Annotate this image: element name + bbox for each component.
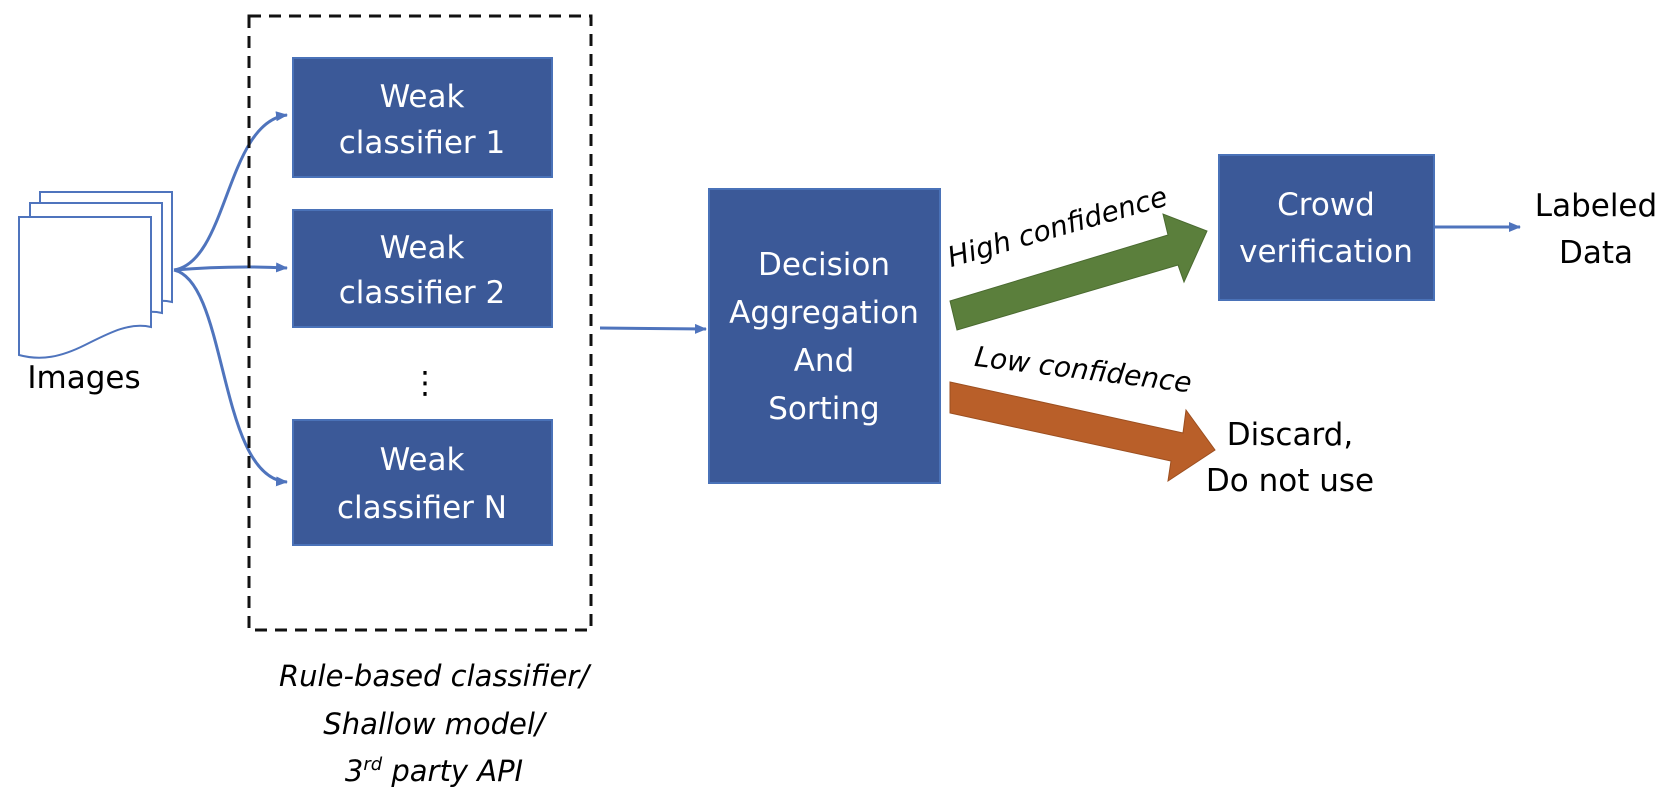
ensemble-to-aggregation-arrow: [599, 323, 707, 334]
weak-classifier-2-line2: classifier 2: [339, 275, 506, 311]
high-confidence-arrow: [949, 213, 1208, 331]
discard-line1: Discard,: [1227, 417, 1353, 453]
aggregation-line2: Aggregation: [729, 295, 919, 331]
ensemble-caption-line1: Rule-based classifier/: [279, 659, 592, 693]
aggregation-line1: Decision: [758, 247, 890, 283]
weak-classifier-n-line2: classifier N: [337, 490, 507, 526]
weak-classifier-1-line1: Weak: [380, 79, 465, 115]
connector-to-classifier-2: [173, 262, 288, 273]
weak-classifier-n-line1: Weak: [380, 442, 465, 478]
documents-stack-icon: [18, 191, 173, 359]
decision-aggregation-box: Decision Aggregation And Sorting: [708, 188, 941, 484]
connector-to-classifier-n: [173, 268, 288, 487]
connector-to-classifier-1: [173, 111, 288, 272]
ensemble-caption-line2: Shallow model/: [323, 707, 548, 741]
images-label: Images: [27, 360, 140, 396]
weak-classifier-2-line1: Weak: [380, 230, 465, 266]
classifier-ensemble-border: [247, 14, 593, 632]
low-confidence-arrow: [949, 381, 1216, 483]
aggregation-line4: Sorting: [768, 391, 879, 427]
ensemble-caption-line3: 3rd party API: [345, 754, 523, 788]
weak-classifier-n-box: Weak classifier N: [292, 419, 553, 546]
aggregation-line3: And: [794, 343, 855, 379]
crowd-verification-box: Crowd verification: [1218, 154, 1435, 301]
crowd-line1: Crowd: [1277, 187, 1375, 223]
classifier-ellipsis: ⋮: [410, 365, 441, 401]
low-confidence-label: Low confidence: [973, 340, 1194, 399]
ensemble-caption: Rule-based classifier/ Shallow model/ 3r…: [279, 659, 592, 788]
labeled-data-line1: Labeled: [1535, 188, 1657, 224]
discard-line2: Do not use: [1206, 463, 1374, 499]
weak-classifier-1-line2: classifier 1: [339, 125, 506, 161]
weak-classifier-1-box: Weak classifier 1: [292, 57, 553, 178]
weak-classifier-2-box: Weak classifier 2: [292, 209, 553, 328]
labeled-data-line2: Data: [1559, 235, 1633, 271]
crowd-line2: verification: [1239, 234, 1413, 270]
image-to-classifier-connectors: [173, 111, 288, 487]
